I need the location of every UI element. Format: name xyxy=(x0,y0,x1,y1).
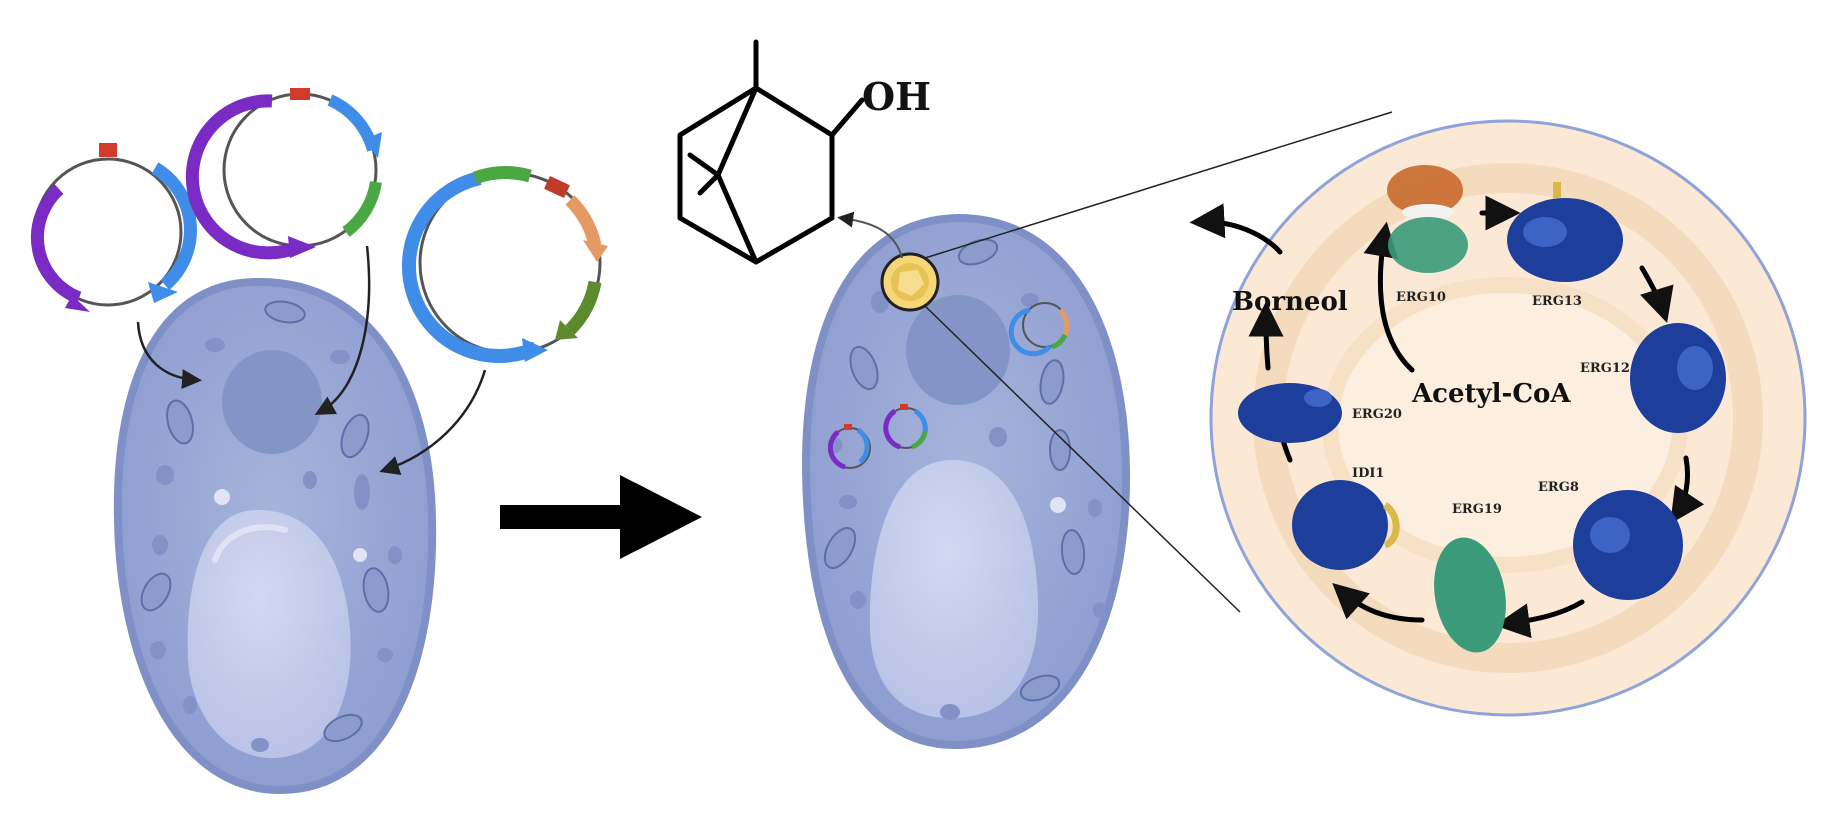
mitochondria xyxy=(823,238,1086,702)
plasmid-1 xyxy=(30,143,197,312)
yeast-cell-right xyxy=(801,213,1131,750)
nucleus xyxy=(222,350,322,454)
inner-plasmid-1 xyxy=(1008,302,1070,357)
organelle-dots xyxy=(828,291,1107,720)
vacuole-highlight xyxy=(212,524,288,563)
borneol-structure xyxy=(677,39,865,265)
enzyme-label-idi1: IDI1 xyxy=(1352,466,1384,481)
inner-plasmid-3 xyxy=(883,404,928,450)
enzyme-label-erg12: ERG12 xyxy=(1580,361,1630,376)
pathway-arrows xyxy=(1189,195,1705,639)
vacuole xyxy=(869,459,1039,719)
enzyme-label-erg20: ERG20 xyxy=(1352,407,1402,422)
transformation-arrow xyxy=(500,475,702,559)
enzyme-erg13-structure xyxy=(1507,182,1623,282)
vesicle xyxy=(1050,497,1066,513)
enzyme-erg20-structure xyxy=(1238,383,1342,443)
nucleus xyxy=(906,295,1010,405)
enzyme-label-erg19: ERG19 xyxy=(1452,502,1502,517)
enzyme-idi1-structure xyxy=(1292,480,1400,570)
enzyme-erg12-structure xyxy=(1630,323,1726,433)
inner-plasmid-2 xyxy=(827,424,871,470)
enzyme-label-erg10: ERG10 xyxy=(1396,290,1446,305)
hydroxyl-label: OH xyxy=(862,74,931,119)
enzyme-erg10-structure xyxy=(1387,165,1468,273)
yeast-cell-left xyxy=(113,277,437,795)
organelle-dots xyxy=(150,338,402,752)
enzyme-label-erg13: ERG13 xyxy=(1532,294,1582,309)
enzyme-label-erg8: ERG8 xyxy=(1538,480,1579,495)
small-vesicles xyxy=(214,489,367,562)
product-export-arrow xyxy=(837,211,903,259)
precursor-label: Acetyl-CoA xyxy=(1411,379,1571,409)
vacuole xyxy=(187,509,351,759)
plasmid-3 xyxy=(401,166,608,363)
enzyme-erg19-structure xyxy=(1434,537,1506,653)
mitochondria xyxy=(140,300,390,743)
plasmid-2 xyxy=(185,88,382,260)
plasmid-entry-arrows xyxy=(136,245,487,476)
zoom-lines xyxy=(924,111,1393,613)
enzyme-erg8-structure xyxy=(1573,490,1683,600)
highlighted-organelle xyxy=(880,252,940,312)
product-label: Borneol xyxy=(1232,287,1348,317)
